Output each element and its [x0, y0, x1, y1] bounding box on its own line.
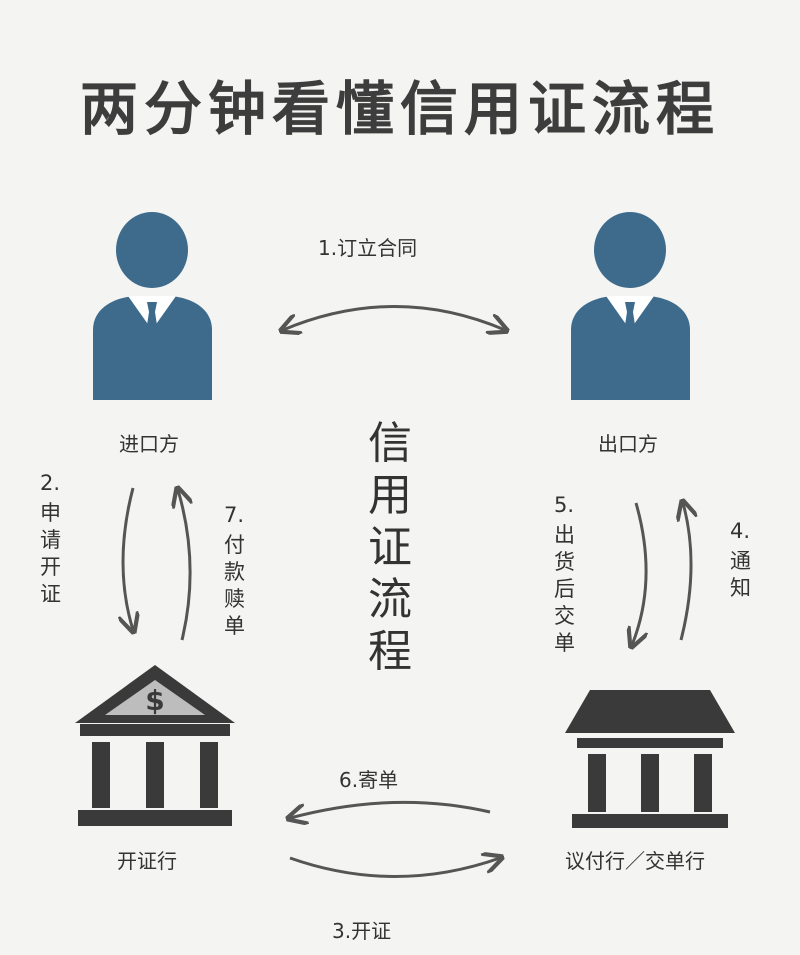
importer-person-icon	[93, 212, 212, 400]
importer-label: 进口方	[119, 432, 179, 456]
center-label: 信用证流程	[368, 418, 412, 677]
dollar-icon: $	[145, 684, 164, 717]
step-1-label: 1.订立合同	[318, 236, 418, 260]
step-5-text: 出货后交单	[554, 523, 575, 655]
step-4-text: 通知	[730, 549, 751, 600]
arrow-pay	[178, 490, 190, 641]
issuing-bank-icon: $	[75, 665, 235, 826]
negotiating-bank-label: 议付行／交单行	[565, 849, 705, 873]
negotiating-bank-icon	[565, 690, 735, 828]
step-3-label: 3.开证	[332, 919, 392, 943]
issuing-bank-label: 开证行	[117, 849, 177, 873]
step-2-number: 2.	[40, 471, 61, 495]
step-6-label: 6.寄单	[339, 768, 399, 792]
arrow-send-docs	[290, 800, 491, 818]
arrow-present	[632, 502, 646, 645]
arrow-advise	[681, 503, 691, 641]
step-5-number: 5.	[554, 493, 575, 517]
step-7-text: 付款赎单	[224, 533, 245, 638]
step-4-number: 4.	[730, 519, 751, 543]
arrow-apply	[123, 487, 133, 630]
step-2-text: 申请开证	[40, 501, 61, 606]
page-title: 两分钟看懂信用证流程	[79, 75, 720, 143]
arrow-issue	[289, 858, 500, 878]
arrow-contract	[283, 305, 505, 331]
step-7-number: 7.	[224, 503, 245, 527]
exporter-label: 出口方	[598, 432, 658, 456]
exporter-person-icon	[571, 212, 690, 400]
